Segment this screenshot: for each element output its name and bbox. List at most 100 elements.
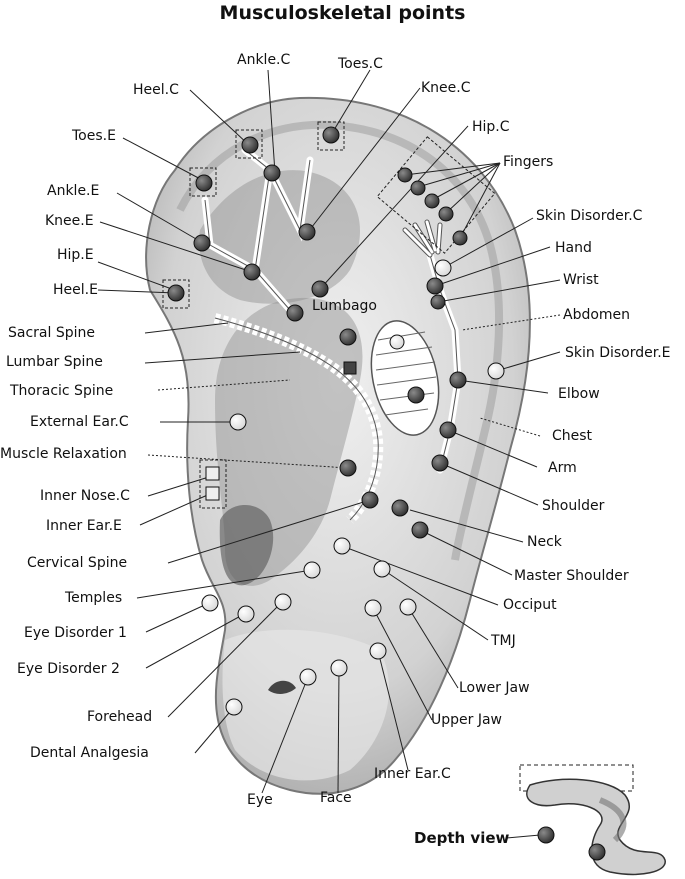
label-cervical-spine: Cervical Spine [27,555,128,571]
heel-e-box [162,279,190,309]
label-master-shoulder: Master Shoulder [514,568,629,584]
label-hip-e: Hip.E [57,247,94,263]
thoracic-point [407,386,425,404]
label-muscle-relaxation: Muscle Relaxation [0,446,127,462]
hip-e-point [243,263,261,281]
label-skin-disorder-c: Skin Disorder.C [536,208,643,224]
inner-ear-e-point [205,486,220,501]
label-heel-c: Heel.C [133,82,179,98]
eye-disorder-1-point [201,594,219,612]
finger-point-5 [452,230,468,246]
label-occiput: Occiput [503,597,557,613]
label-knee-e: Knee.E [45,213,94,229]
toes-e-point [195,174,213,192]
depth-view-label: Depth view [414,829,510,847]
heel-c-point [241,136,259,154]
label-inner-nose-c: Inner Nose.C [40,488,130,504]
label-lower-jaw: Lower Jaw [459,680,530,696]
inner-ear-box [199,459,227,509]
ankle-c-point [263,164,281,182]
label-tmj: TMJ [491,633,516,649]
label-dental-analgesia: Dental Analgesia [30,745,149,761]
chest-point [389,334,405,350]
lower-jaw-point [399,598,417,616]
label-lumbar-spine: Lumbar Spine [6,354,103,370]
temples-point [303,561,321,579]
label-abdomen: Abdomen [563,307,631,323]
depth-view-inset [505,764,666,876]
abdomen-point [339,328,357,346]
label-sacral-spine: Sacral Spine [8,325,95,341]
label-toes-c: Toes.C [338,56,383,72]
fingers-box [376,136,496,254]
finger-point-3 [424,193,440,209]
arm-point [439,421,457,439]
label-thoracic-spine: Thoracic Spine [10,383,114,399]
muscle-relaxation-point [339,459,357,477]
label-eye-disorder-1: Eye Disorder 1 [24,625,127,641]
eye-sketch [268,680,296,694]
elbow-point [449,371,467,389]
label-forehead: Forehead [87,709,153,725]
helix-rim [176,120,504,561]
label-wrist: Wrist [563,272,599,288]
label-neck: Neck [527,534,562,550]
external-ear-c-point [229,413,247,431]
label-ankle-c: Ankle.C [237,52,291,68]
shoulder-point [431,454,449,472]
finger-point-2 [410,180,426,196]
cervical-point [361,491,379,509]
skin-disorder-e-point [487,362,505,380]
inner-nose-c-point [205,466,220,481]
label-shoulder: Shoulder [542,498,605,514]
hand-point [426,277,444,295]
label-hand: Hand [555,240,592,256]
ear-canal [219,505,274,586]
label-arm: Arm [548,460,577,476]
tmj-point [373,560,391,578]
lumbago-square-point [343,361,357,375]
upper-jaw-point [364,599,382,617]
hip-c-point [311,280,329,298]
forehead-point [274,593,292,611]
finger-point-1 [397,167,413,183]
label-elbow: Elbow [558,386,600,402]
heel-c-box [235,129,263,159]
wrist-point [430,294,446,310]
label-face: Face [320,790,352,806]
face-point [330,659,348,677]
leader-lines [97,69,561,794]
heel-e-point [167,284,185,302]
label-inner-ear-e: Inner Ear.E [46,518,122,534]
neck-point [391,499,409,517]
label-external-ear-c: External Ear.C [30,414,129,430]
toes-e-box [189,167,217,197]
ribcage [370,320,440,436]
label-lumbago: Lumbago [312,298,377,314]
label-ankle-e: Ankle.E [47,183,100,199]
label-eye: Eye [247,792,273,808]
label-eye-disorder-2: Eye Disorder 2 [17,661,120,677]
ankle-e-point [193,234,211,252]
diagram-title: Musculoskeletal points [219,2,466,24]
finger-point-4 [438,206,454,222]
master-shoulder-point [411,521,429,539]
toes-c-box [317,121,345,151]
label-hip-c: Hip.C [472,119,510,135]
inner-ear-c-point [369,642,387,660]
label-chest: Chest [552,428,593,444]
toes-c-point [322,126,340,144]
label-toes-e: Toes.E [72,128,116,144]
triangular-fossa [199,170,360,304]
eye-point [299,668,317,686]
label-knee-c: Knee.C [421,80,471,96]
label-heel-e: Heel.E [53,282,98,298]
depth-view-point-2 [588,843,606,861]
lumbago-point [286,304,304,322]
dental-analgesia-point [225,698,243,716]
label-inner-ear-c: Inner Ear.C [374,766,451,782]
occiput-point [333,537,351,555]
depth-view-point-1 [537,826,555,844]
label-upper-jaw: Upper Jaw [431,712,502,728]
